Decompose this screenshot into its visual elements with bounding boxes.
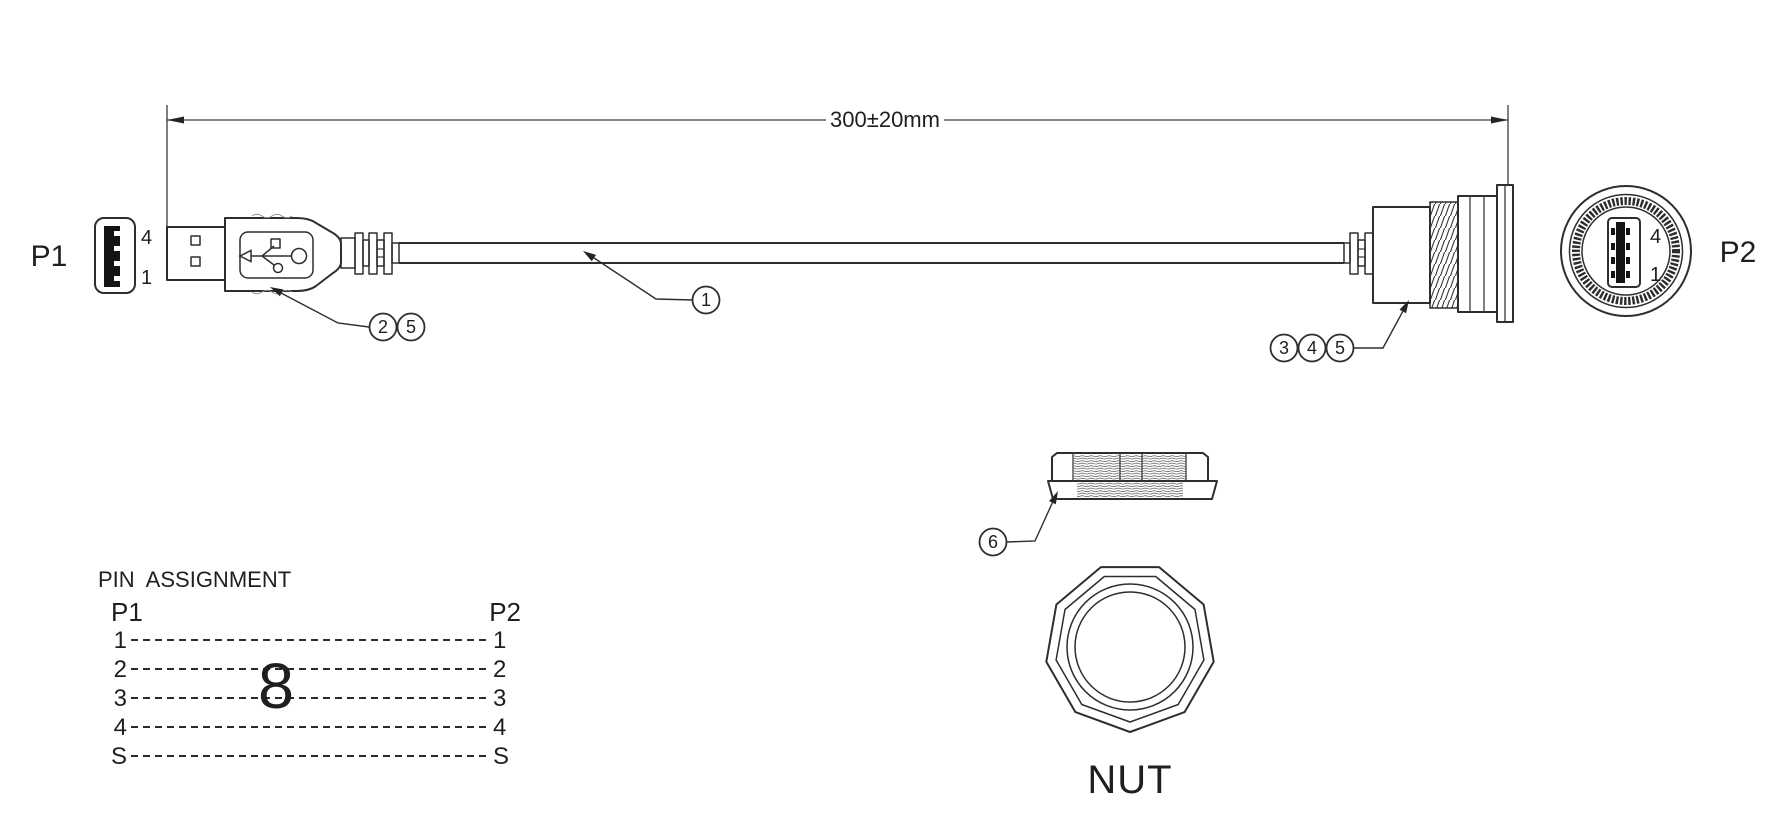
callout-6-number: 6 (988, 532, 998, 552)
usb-logo-icon (238, 238, 308, 274)
pin-row-4-from: 4 (114, 714, 127, 741)
p1-receptacle-outline (94, 217, 136, 294)
pin-assignment-left-header: P1 (111, 597, 143, 627)
receptacle-body (1372, 206, 1431, 304)
mount-collar (1457, 195, 1498, 313)
p2-inner-ring (1581, 206, 1671, 296)
nut-outer-polygon (1045, 566, 1215, 733)
dimension-arrowhead-right (1491, 116, 1508, 124)
callout-5b-number: 5 (1335, 338, 1345, 358)
p2-pin4-label: 4 (1650, 226, 1661, 248)
p2-front-view: 4 1 P2 (1560, 185, 1757, 317)
cable (399, 242, 1344, 264)
callout-4-balloon (1297, 333, 1327, 363)
callout-6-balloon (978, 527, 1008, 557)
pin-row-3-from: 3 (114, 685, 127, 712)
callout-25-leader (280, 292, 370, 328)
pin-row-2-to: 2 (493, 656, 506, 683)
p2-contact-pins (1611, 228, 1630, 278)
p2-receptacle-outline (1607, 217, 1641, 288)
pin-row-1-from: 1 (114, 627, 127, 654)
p2-middle-ring (1568, 193, 1684, 309)
shell-hole-top (190, 235, 201, 246)
callout-5a-number: 5 (406, 317, 416, 337)
callout-5b-balloon (1325, 333, 1355, 363)
nut-flange-outline (1047, 480, 1218, 500)
callout-6-leader (1005, 502, 1054, 543)
nut-front-view: NUT (1045, 566, 1215, 802)
p2-outer-ring (1560, 185, 1692, 317)
panel-mount-connector-side-view (1343, 184, 1514, 323)
nut-thread-circle-outer (1066, 583, 1194, 711)
p1-label: P1 (31, 240, 68, 273)
callout-3-balloon (1269, 333, 1299, 363)
p2-contact-bar (1616, 222, 1625, 283)
overlay-digit: 8 (258, 650, 294, 722)
threaded-section-texture (1430, 202, 1458, 308)
pin-row-shield: S S (111, 743, 509, 770)
nut-knurl-texture-upper (1074, 455, 1186, 480)
usb-a-plug-side-view (166, 213, 400, 295)
overmold-emboss-top (251, 213, 293, 219)
nut-thread-circle-inner (1074, 591, 1186, 703)
p1-front-view: P1 4 1 (31, 217, 152, 294)
callout-1-number: 1 (701, 290, 711, 310)
callout-6-arrowhead (1049, 491, 1058, 505)
nut-band-outline (1051, 452, 1209, 481)
pin-assignment-title: PIN ASSIGNMENT (98, 567, 291, 592)
pin-row-1: 1 1 (114, 627, 507, 654)
p1-contact-bar (104, 226, 120, 287)
callout-4-number: 4 (1307, 338, 1317, 358)
plug-metal-shell (166, 226, 226, 281)
pin-row-2-from: 2 (114, 656, 127, 683)
callout-345-arrowhead (1399, 300, 1409, 314)
pin-row-2: 2 2 (114, 656, 507, 683)
nut-inner-polygon (1055, 575, 1205, 723)
p2-knurled-band (1572, 197, 1680, 305)
nut-side-view (1047, 452, 1218, 500)
p1-pin1-label: 1 (141, 267, 152, 289)
nut-knurl-texture-lower (1077, 482, 1183, 497)
pin-row-3-to: 3 (493, 685, 506, 712)
dimension-annotation: 300±20mm (166, 105, 1509, 228)
pin-row-4-to: 4 (493, 714, 506, 741)
pin-row-s-from: S (111, 743, 127, 770)
pin-row-1-to: 1 (493, 627, 506, 654)
pin-assignment-right-header: P2 (489, 597, 521, 627)
pin-row-s-to: S (493, 743, 509, 770)
p1-contact-pins (114, 231, 120, 281)
shell-hole-bottom (190, 256, 201, 267)
callout-1-balloon (691, 285, 721, 315)
callout-1-leader (593, 257, 694, 301)
p2-label: P2 (1720, 236, 1757, 269)
callout-3-number: 3 (1279, 338, 1289, 358)
callout-1-arrowhead (583, 251, 596, 262)
callout-cable: 1 (583, 251, 721, 315)
pin-row-4: 4 4 (114, 714, 507, 741)
dimension-arrowhead-left (167, 116, 184, 124)
usb-logo-panel (239, 231, 314, 279)
p1-pin4-label: 4 (141, 227, 152, 249)
overmold-emboss-bottom (251, 289, 293, 295)
pin-assignment-table: PIN ASSIGNMENT P1 P2 1 1 2 2 3 3 4 4 S S (98, 567, 521, 770)
dimension-label: 300±20mm (830, 107, 940, 132)
callout-nut: 6 (978, 491, 1058, 557)
callout-5a-balloon (396, 312, 426, 342)
callout-25-arrowhead (270, 287, 284, 297)
pin-row-3: 3 3 (114, 685, 507, 712)
nut-label: NUT (1087, 758, 1172, 802)
p2-pin1-label: 1 (1650, 264, 1661, 286)
callout-p1-plug: 2 5 (270, 287, 426, 342)
receptacle-strain-relief (1343, 232, 1374, 275)
callout-345-leader (1354, 311, 1404, 349)
plug-strain-relief (340, 232, 400, 275)
callout-p2-receptacle: 3 4 5 (1269, 300, 1409, 363)
callout-2-number: 2 (378, 317, 388, 337)
callout-2-balloon (368, 312, 398, 342)
